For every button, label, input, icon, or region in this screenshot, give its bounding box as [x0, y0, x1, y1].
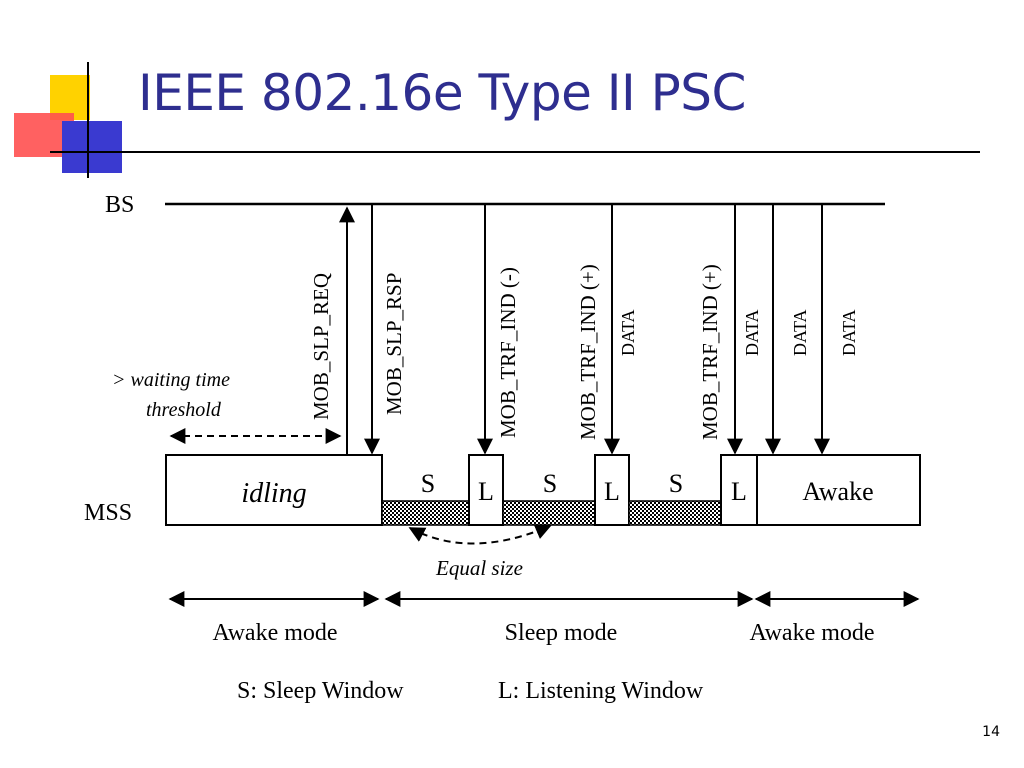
- slp-rsp-label: MOB_SLP_RSP: [382, 273, 406, 415]
- slp-req-label: MOB_SLP_REQ: [309, 273, 333, 420]
- sleep-window-1: [381, 500, 470, 526]
- listen-label-2: L: [604, 477, 620, 506]
- sleep-window-3: [628, 500, 722, 526]
- waiting-label-2: threshold: [146, 399, 222, 421]
- data-label-3: DATA: [790, 309, 810, 356]
- awake-box: [756, 454, 921, 526]
- legend-listening-window: L: Listening Window: [498, 678, 704, 704]
- page-number: 14: [982, 724, 1000, 740]
- data-label-2: DATA: [742, 309, 762, 356]
- logo-blue-square: [62, 121, 122, 173]
- equal-size-arrow: [408, 524, 552, 545]
- waiting-label-1: > waiting time: [112, 369, 230, 391]
- listen-window-2: [594, 454, 630, 526]
- legend-sleep-window: S: Sleep Window: [237, 678, 404, 704]
- mode-label-awake-2: Awake mode: [749, 620, 874, 646]
- mode-label-awake-1: Awake mode: [212, 620, 337, 646]
- listen-label-1: L: [478, 477, 494, 506]
- sleep-window-2: [502, 500, 596, 526]
- mode-label-sleep: Sleep mode: [505, 620, 618, 646]
- idling-label: idling: [241, 478, 306, 509]
- trf-ind-neg-label: MOB_TRF_IND (-): [496, 267, 520, 438]
- listen-window-3: [720, 454, 758, 526]
- listen-window-1: [468, 454, 504, 526]
- awake-label: Awake: [802, 477, 873, 506]
- trf-ind-pos-label-2: MOB_TRF_IND (+): [698, 264, 722, 440]
- data-label-4: DATA: [839, 309, 859, 356]
- sleep-label-1: S: [421, 469, 435, 498]
- trf-ind-pos-label-1: MOB_TRF_IND (+): [576, 264, 600, 440]
- logo-yellow-square: [50, 75, 90, 120]
- slide-title: IEEE 802.16e Type II PSC: [138, 64, 746, 122]
- idling-box: [165, 454, 383, 526]
- bs-label: BS: [105, 192, 134, 218]
- data-label-1: DATA: [618, 309, 638, 356]
- equal-size-label: Equal size: [435, 556, 523, 580]
- listen-label-3: L: [731, 477, 747, 506]
- mss-label: MSS: [84, 500, 132, 526]
- sleep-label-3: S: [669, 469, 683, 498]
- sleep-label-2: S: [543, 469, 557, 498]
